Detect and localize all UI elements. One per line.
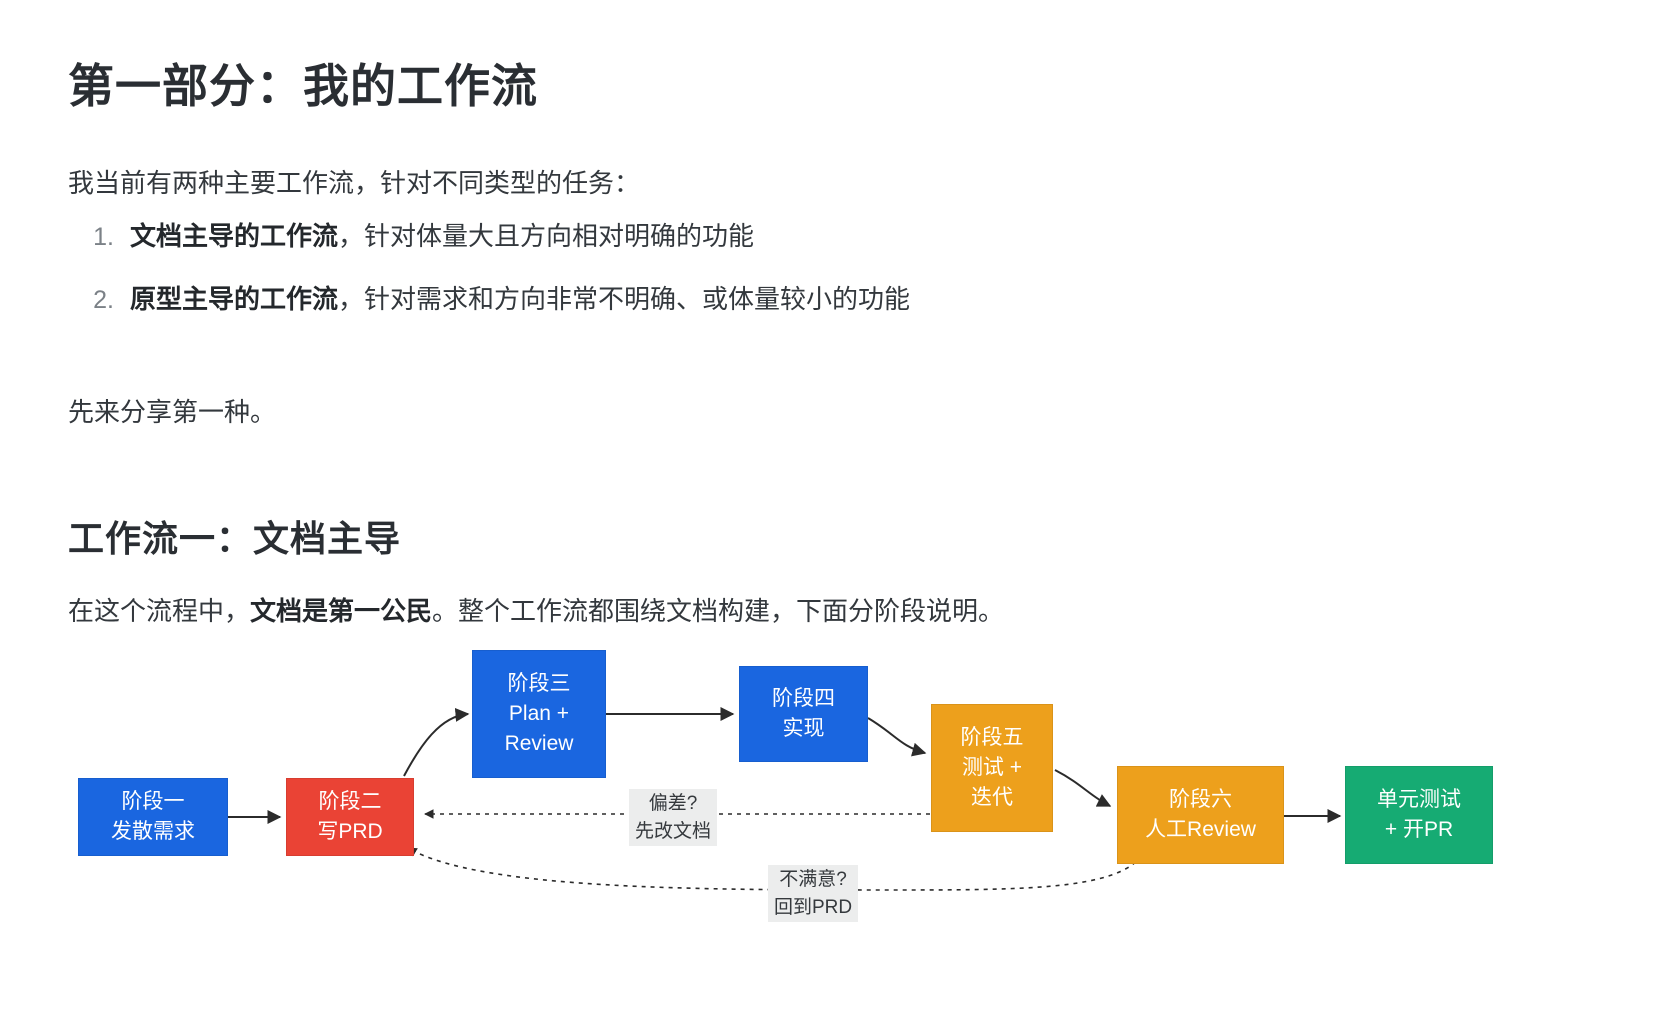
list-item-text: 文档主导的工作流，针对体量大且方向相对明确的功能	[130, 216, 754, 256]
workflow-flowchart: 阶段一 发散需求 阶段二 写PRD 阶段三 Plan + Review 阶段四 …	[0, 636, 1660, 996]
flow-node-stage1[interactable]: 阶段一 发散需求	[78, 778, 228, 856]
edge-label-unsatisfied: 不满意? 回到PRD	[768, 865, 859, 923]
flow-node-stage4-line1: 阶段四	[772, 687, 835, 711]
flow-node-stage3[interactable]: 阶段三 Plan + Review	[472, 650, 606, 778]
flow-node-stage1-line1: 阶段一	[121, 790, 185, 814]
list-item-number: 1.	[93, 223, 114, 251]
section-title: 工作流一：文档主导	[68, 517, 402, 559]
list-item-rest: ，针对需求和方向非常不明确、或体量较小的功能	[338, 283, 911, 314]
flow-node-stage2-line2: 写PRD	[317, 820, 383, 843]
flow-node-stage5-line3: 迭代	[971, 785, 1013, 809]
list-item-bold: 原型主导的工作流	[130, 283, 339, 314]
flow-node-stage3-line2: Plan +	[508, 702, 570, 726]
flow-node-unittest[interactable]: 单元测试 + 开PR	[1345, 766, 1493, 864]
flow-node-stage3-line1: 阶段三	[507, 672, 571, 696]
flow-node-stage2[interactable]: 阶段二 写PRD	[286, 778, 414, 856]
edge-label-unsatisfied-line2: 回到PRD	[774, 896, 853, 918]
flow-node-stage1-line2: 发散需求	[111, 820, 195, 843]
list-item-number: 2.	[93, 285, 114, 314]
page-title: 第一部分：我的工作流	[68, 59, 538, 112]
edge-label-deviation: 偏差? 先改文档	[629, 789, 718, 847]
flow-node-stage5-line1: 阶段五	[960, 726, 1024, 750]
list-item: 2. 原型主导的工作流，针对需求和方向非常不明确、或体量较小的功能	[68, 279, 1368, 320]
flow-node-stage6-line2: 人工Review	[1145, 818, 1256, 841]
flow-node-unittest-line2: + 开PR	[1384, 818, 1454, 841]
edge-label-deviation-line1: 偏差?	[648, 793, 698, 814]
workflow-list: 1. 文档主导的工作流，针对体量大且方向相对明确的功能 2. 原型主导的工作流，…	[68, 216, 1368, 342]
flow-node-unittest-line1: 单元测试	[1377, 788, 1461, 812]
flow-node-stage5-line2: 测试 +	[961, 756, 1023, 780]
edge-unsatisfied-feedback	[407, 829, 1151, 891]
edge-stage5-stage6	[1054, 769, 1112, 807]
flow-node-stage5[interactable]: 阶段五 测试 + 迭代	[931, 704, 1053, 832]
edge-stage4-stage5	[867, 717, 927, 757]
intro-paragraph: 我当前有两种主要工作流，针对不同类型的任务：	[68, 168, 641, 198]
edge-label-deviation-line2: 先改文档	[635, 820, 712, 842]
edge-stage2-stage3	[403, 707, 470, 777]
section-paragraph-before: 在这个流程中，	[68, 596, 251, 626]
section-paragraph-after: 。整个工作流都围绕文档构建，下面分阶段说明。	[432, 596, 1005, 626]
flow-node-stage2-line1: 阶段二	[318, 790, 382, 814]
list-item: 1. 文档主导的工作流，针对体量大且方向相对明确的功能	[68, 216, 1368, 257]
after-list-paragraph: 先来分享第一种。	[68, 397, 277, 427]
list-item-bold: 文档主导的工作流	[130, 221, 339, 251]
flow-node-stage3-line3: Review	[504, 731, 574, 755]
flow-node-stage6-line1: 阶段六	[1169, 788, 1232, 812]
flow-node-stage4-line2: 实现	[782, 717, 825, 740]
section-paragraph: 在这个流程中，文档是第一公民。整个工作流都围绕文档构建，下面分阶段说明。	[68, 591, 1004, 628]
section-paragraph-bold: 文档是第一公民	[250, 596, 433, 626]
list-item-text: 原型主导的工作流，针对需求和方向非常不明确、或体量较小的功能	[130, 279, 910, 319]
list-item-rest: ，针对体量大且方向相对明确的功能	[338, 221, 755, 251]
flow-node-stage4[interactable]: 阶段四 实现	[739, 666, 868, 762]
flow-node-stage6[interactable]: 阶段六 人工Review	[1117, 766, 1284, 864]
edge-label-unsatisfied-line1: 不满意?	[779, 869, 847, 890]
